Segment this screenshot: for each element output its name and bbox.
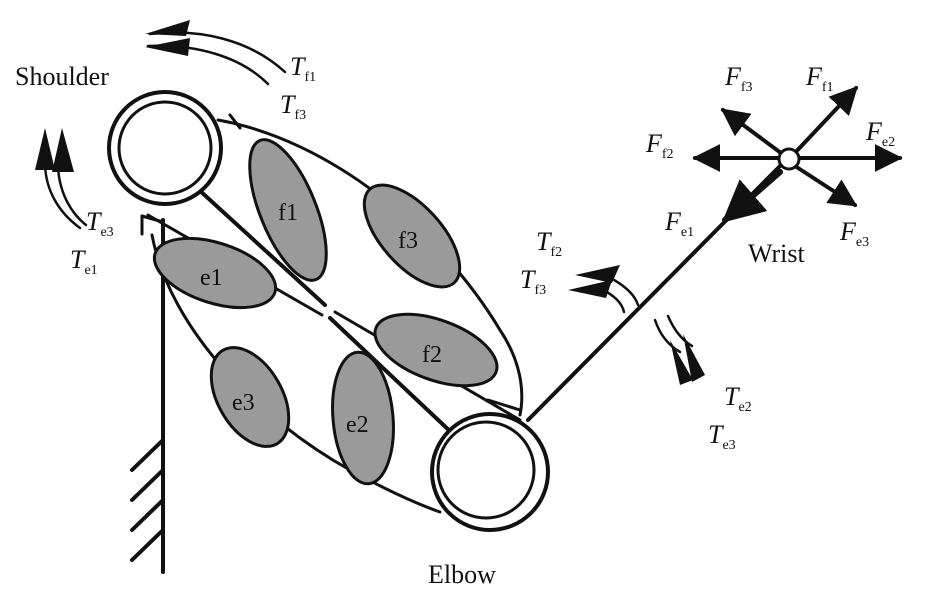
torque-label-te3-shoulder: Te3 — [86, 207, 114, 240]
shoulder-label: Shoulder — [15, 62, 109, 91]
force-label-ff2: Ff2 — [645, 129, 674, 162]
svg-text:e2: e2 — [346, 412, 369, 438]
torque-label-tf2: Tf2 — [536, 227, 562, 260]
muscle-f1: f1 — [248, 138, 328, 282]
svg-text:e1: e1 — [200, 265, 223, 291]
torque-label-tf3-shoulder: Tf3 — [280, 90, 306, 123]
svg-text:e3: e3 — [232, 390, 255, 416]
wrist-label: Wrist — [748, 239, 805, 268]
elbow-label: Elbow — [428, 560, 496, 589]
muscle-e2: e2 — [331, 350, 395, 486]
elbow-joint — [430, 412, 550, 532]
svg-text:f1: f1 — [278, 200, 298, 226]
torque-label-te2: Te2 — [724, 382, 752, 415]
muscle-e3: e3 — [209, 346, 291, 448]
muscle-e1: e1 — [152, 236, 278, 310]
force-label-fe3: Fe3 — [839, 217, 869, 250]
torque-label-te3-elbow: Te3 — [708, 420, 736, 453]
shoulder-joint — [107, 90, 223, 206]
elbow-torque-arrows — [568, 265, 705, 385]
force-label-fe1: Fe1 — [664, 207, 694, 240]
force-label-fe2: Fe2 — [865, 117, 895, 150]
torque-label-tf1: Tf1 — [290, 52, 316, 85]
torque-label-te1: Te1 — [70, 245, 98, 278]
torque-label-tf3-elbow: Tf3 — [520, 265, 546, 298]
muscle-f2: f2 — [373, 312, 499, 388]
svg-text:f2: f2 — [422, 342, 442, 368]
force-label-ff3: Ff3 — [724, 62, 753, 95]
muscle-f3: f3 — [362, 183, 462, 289]
force-label-ff1: Ff1 — [805, 62, 834, 95]
wall-support — [130, 214, 165, 574]
svg-text:f3: f3 — [398, 228, 418, 254]
shoulder-torque-arrows — [35, 20, 287, 230]
wrist-node — [692, 85, 903, 223]
